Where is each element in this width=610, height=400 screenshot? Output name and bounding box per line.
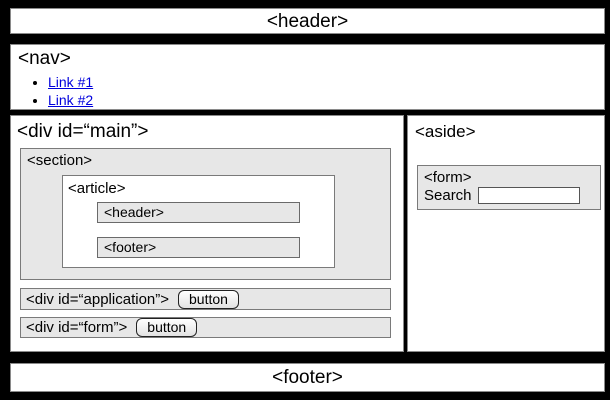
nav-link-1[interactable]: Link #1	[48, 74, 94, 90]
aside-label: <aside>	[415, 122, 476, 141]
aside-box: <aside> <form> Search	[407, 115, 605, 352]
form-div-box: <div id=“form”> button	[20, 317, 391, 338]
nav-link-list: Link #1 Link #2	[11, 73, 604, 109]
header-box: <header>	[10, 8, 605, 34]
article-header-box: <header>	[97, 202, 300, 223]
nav-list-item: Link #1	[48, 73, 604, 91]
nav-box: <nav> Link #1 Link #2	[10, 44, 605, 110]
form-button[interactable]: button	[136, 318, 198, 337]
form-div-label: <div id=“form”>	[26, 319, 128, 336]
application-div-box: <div id=“application”> button	[20, 288, 391, 310]
main-div-label: <div id=“main”>	[17, 121, 149, 142]
application-div-label: <div id=“application”>	[26, 290, 170, 308]
nav-link-2[interactable]: Link #2	[48, 92, 94, 108]
main-div-box: <div id=“main”> <section> <article> <hea…	[10, 115, 404, 352]
application-button[interactable]: button	[178, 289, 239, 309]
aside-form-box: <form> Search	[417, 165, 601, 210]
article-label: <article>	[68, 180, 126, 197]
nav-list-item: Link #2	[48, 91, 604, 109]
article-header-label: <header>	[104, 204, 164, 220]
article-box: <article> <header> <footer>	[62, 175, 335, 268]
nav-label: <nav>	[18, 48, 71, 69]
form-label: <form>	[424, 169, 472, 186]
search-label: Search	[424, 187, 472, 204]
section-box: <section> <article> <header> <footer>	[20, 148, 391, 280]
article-footer-box: <footer>	[97, 237, 300, 258]
footer-label: <footer>	[272, 367, 343, 388]
section-label: <section>	[27, 152, 93, 169]
search-row: Search	[424, 187, 580, 204]
footer-box: <footer>	[10, 363, 605, 392]
header-label: <header>	[266, 11, 349, 32]
search-input[interactable]	[477, 187, 580, 204]
article-footer-label: <footer>	[104, 239, 157, 255]
